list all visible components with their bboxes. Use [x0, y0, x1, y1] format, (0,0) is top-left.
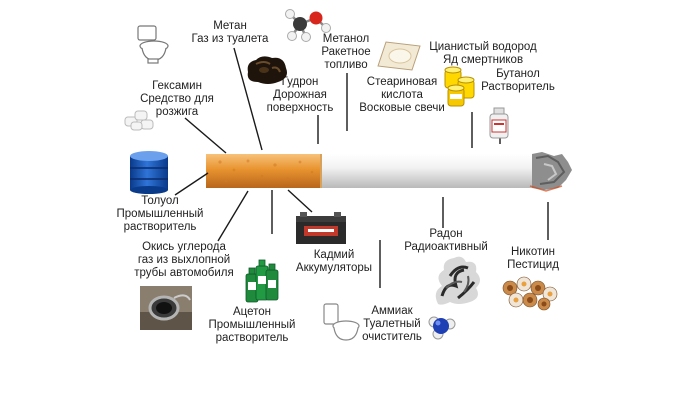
butanol-bottle-icon	[489, 107, 509, 139]
methanol-molecule-icon	[285, 9, 331, 42]
battery-icon	[296, 212, 346, 244]
toluene-barrel-icon	[130, 151, 168, 194]
stearic-powder-icon	[377, 41, 421, 71]
nicotine-cigarette-cross-section-icon	[502, 276, 558, 311]
ammonia-molecule-icon	[428, 316, 456, 340]
acetone-bottles-icon	[245, 259, 279, 303]
cigarette-paper	[320, 154, 532, 188]
hexamine-tablets-icon	[124, 110, 154, 131]
exhaust-pipe-icon	[140, 286, 192, 330]
cigarette	[206, 152, 572, 192]
cigarette-ash	[532, 152, 572, 190]
cyanide-canisters-icon	[444, 66, 475, 107]
cigarette-filter	[206, 154, 320, 188]
radon-smoke-icon	[435, 256, 480, 305]
toilet-icon	[137, 25, 169, 64]
toilet-cleaner-icon	[323, 303, 360, 341]
tar-lump-icon	[247, 56, 287, 84]
